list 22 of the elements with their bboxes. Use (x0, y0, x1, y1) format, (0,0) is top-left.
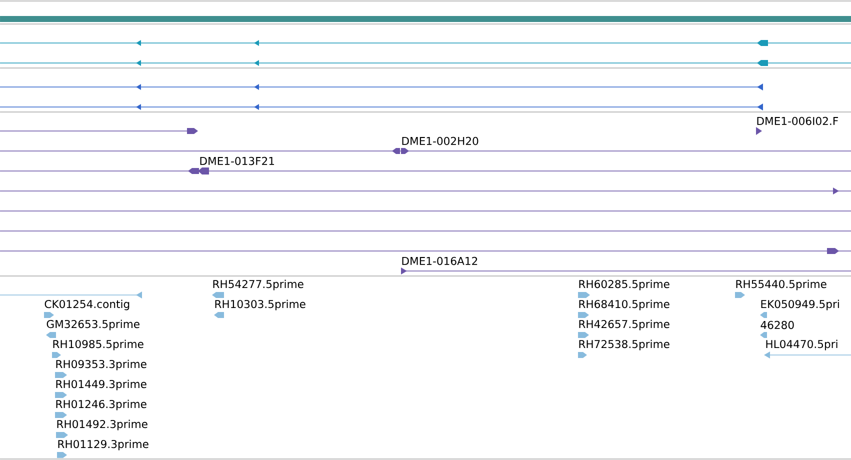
feature-label: RH54277.5prime (213, 280, 304, 290)
feature-label: DME1-016A12 (402, 256, 478, 266)
feature-label: CK01254.contig (44, 300, 130, 310)
feature-label: DME1-006I02.F (757, 116, 838, 126)
feature-label: 46280 (760, 320, 794, 330)
feature-label: GM32653.5prime (46, 320, 140, 330)
feature-label: RH01129.3prime (58, 440, 148, 450)
feature-label: RH01449.3prime (56, 380, 146, 390)
feature-label: RH42657.5prime (579, 320, 670, 330)
feature-label: RH01492.3prime (57, 420, 148, 430)
feature-label: RH55440.5prime (736, 280, 826, 290)
feature-label: RH68410.5prime (579, 300, 670, 310)
feature-label: DME1-013F21 (200, 156, 274, 166)
feature-label: EK050949.5pri (761, 300, 839, 310)
feature-label: HL04470.5pri (766, 340, 838, 350)
feature-label: RH10985.5prime (53, 340, 144, 350)
feature-label: DME1-002H20 (402, 136, 478, 146)
feature-label: RH01246.3prime (56, 400, 146, 410)
feature-label: RH60285.5prime (579, 280, 670, 290)
feature-label: RH09353.3prime (56, 360, 146, 370)
feature-label: RH72538.5prime (579, 340, 670, 350)
feature-label: RH10303.5prime (215, 300, 306, 310)
